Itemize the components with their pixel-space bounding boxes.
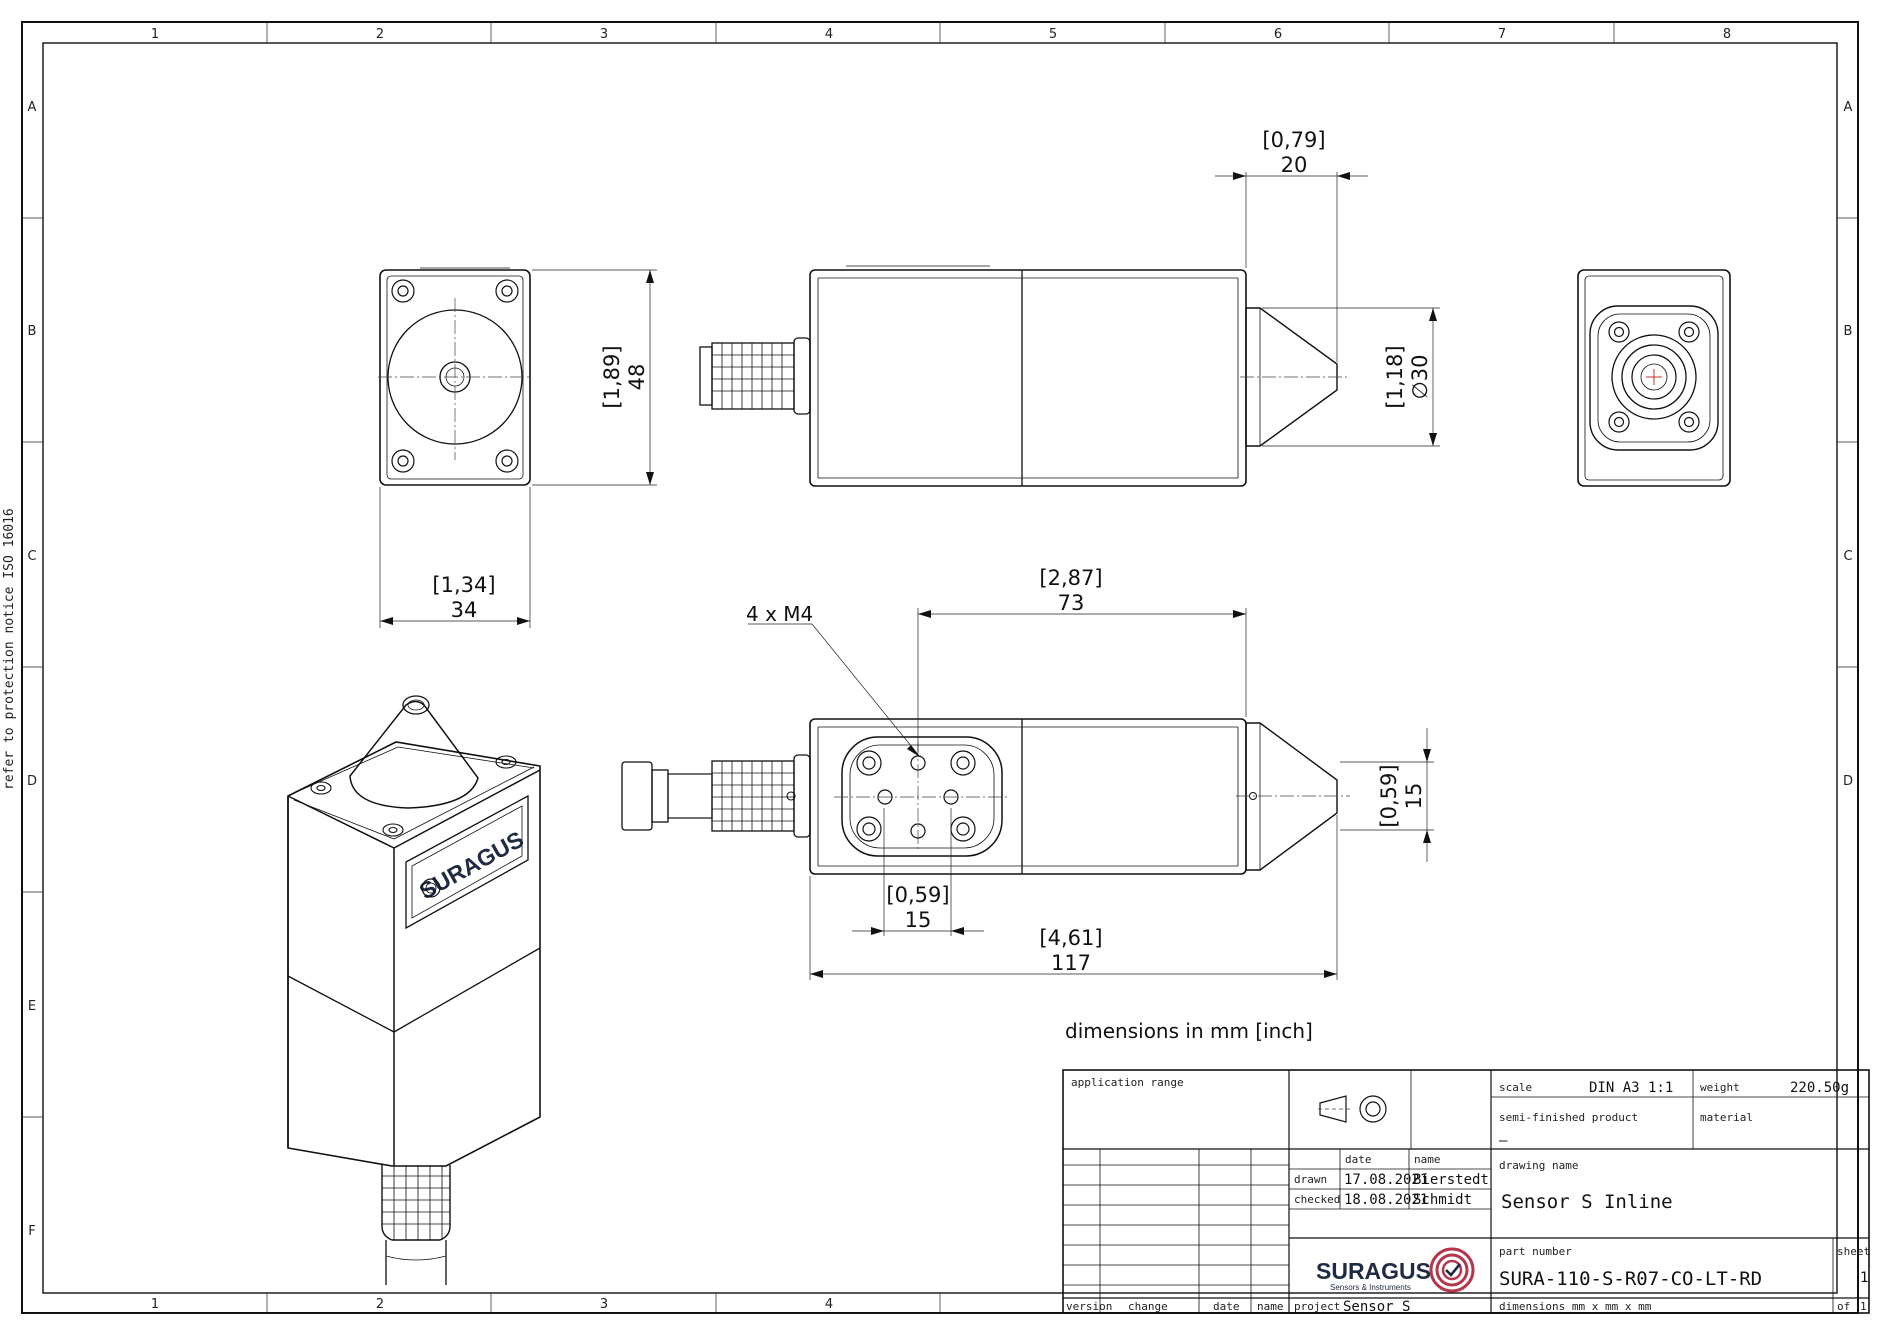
tip-height-inch: [0,59] (1377, 764, 1401, 827)
dim-cone-diameter: [1,18] ∅30 (1262, 307, 1440, 447)
row-label-left: E (28, 999, 36, 1014)
drawing-name: Sensor S Inline (1501, 1191, 1673, 1213)
dims-label: dimensions mm x mm x mm (1499, 1300, 1652, 1313)
rev-date-label: date (1213, 1300, 1240, 1313)
col-label-top: 2 (376, 27, 384, 42)
col-label-top: 5 (1049, 27, 1057, 42)
front-height-mm: 48 (625, 364, 649, 391)
title-block: application range date name drawn 17.08.… (1062, 1069, 1870, 1315)
hole-span-inch: [2,87] (1039, 566, 1102, 590)
col-label-top: 7 (1498, 27, 1506, 42)
of-label: of (1837, 1300, 1850, 1313)
hole-pitch-mm: 15 (905, 908, 932, 932)
version-label: version (1066, 1300, 1112, 1313)
front-width-mm: 34 (451, 598, 478, 622)
total-length-inch: [4,61] (1039, 926, 1102, 950)
drawing-name-label: drawing name (1499, 1159, 1578, 1172)
dim-hole-pitch: [0,59] 15 (852, 808, 984, 936)
application-range-label: application range (1071, 1076, 1184, 1089)
dim-cone-length: [0,79] 20 (1215, 128, 1368, 362)
material-label: material (1700, 1111, 1753, 1124)
logo-ring-outer-icon (1429, 1247, 1475, 1293)
drawn-label: drawn (1294, 1173, 1327, 1186)
sheet-value: 1 (1860, 1270, 1868, 1286)
hole-pitch-inch: [0,59] (886, 883, 949, 907)
logo-ring-mid-icon (1435, 1253, 1469, 1287)
logo-check-icon (1445, 1263, 1462, 1277)
scale-value: DIN A3 1:1 (1589, 1080, 1673, 1096)
rev-name-label: name (1257, 1300, 1284, 1313)
sheet-label: sheet (1837, 1245, 1870, 1258)
col-label-bottom: 4 (825, 1297, 833, 1312)
change-label: change (1128, 1300, 1168, 1313)
semi-value: — (1499, 1133, 1508, 1149)
thread-note: 4 x M4 (746, 602, 813, 626)
part-number-label: part number (1499, 1245, 1572, 1258)
dim-thread-note: 4 x M4 (746, 602, 921, 758)
col-label-top: 6 (1274, 27, 1282, 42)
drawn-date: 17.08.2021 (1344, 1172, 1428, 1188)
of-value: 1 (1860, 1300, 1867, 1313)
hole-span-mm: 73 (1058, 591, 1085, 615)
col-label-top: 3 (600, 27, 608, 42)
dim-tip-height: [0,59] 15 (1340, 728, 1434, 862)
logo-text: SURAGUS (1316, 1258, 1431, 1284)
cone-length-mm: 20 (1281, 153, 1308, 177)
dim-front-height: [1,89] 48 (532, 269, 657, 486)
bottom-view (621, 718, 1350, 875)
col-label-top: 4 (825, 27, 833, 42)
front-width-inch: [1,34] (432, 573, 495, 597)
suragus-logo: SURAGUS Sensors & Instruments (1316, 1247, 1475, 1293)
col-label-top: 8 (1723, 27, 1731, 42)
protection-notice: refer to protection notice ISO 16016 (2, 508, 17, 790)
col-label-bottom: 1 (151, 1297, 159, 1312)
row-label-left: D (27, 774, 37, 789)
name-header: name (1414, 1153, 1441, 1166)
cone-length-inch: [0,79] (1262, 128, 1325, 152)
drawn-name: Bierstedt (1413, 1172, 1489, 1188)
col-label-bottom: 3 (600, 1297, 608, 1312)
row-label-right: B (1844, 324, 1853, 339)
side-view (699, 265, 1350, 487)
col-label-top: 1 (151, 27, 159, 42)
part-number: SURA-110-S-R07-CO-LT-RD (1499, 1268, 1762, 1290)
dim-hole-span: [2,87] 73 (917, 566, 1247, 752)
weight-label: weight (1700, 1081, 1740, 1094)
row-label-left: C (27, 549, 36, 564)
project-value: Sensor S (1343, 1299, 1410, 1315)
row-label-right: D (1843, 774, 1853, 789)
dim-total-length: [4,61] 117 (809, 815, 1338, 980)
projection-symbol-icon (1318, 1095, 1387, 1123)
iso-connector (381, 1165, 451, 1285)
dim-front-width: [1,34] 34 (379, 487, 531, 628)
semi-label: semi-finished product (1499, 1111, 1638, 1124)
logo-ring-inner-icon (1441, 1259, 1463, 1281)
row-label-right: C (1843, 549, 1852, 564)
row-label-left: A (28, 100, 37, 115)
front-height-inch: [1,89] (600, 345, 624, 408)
rear-view (1577, 269, 1731, 487)
row-label-right: A (1844, 100, 1853, 115)
cone-diameter-mm: ∅30 (1408, 354, 1432, 399)
col-label-bottom: 2 (376, 1297, 384, 1312)
row-label-left: F (28, 1224, 35, 1239)
date-header: date (1345, 1153, 1372, 1166)
checked-name: Schmidt (1413, 1192, 1472, 1208)
drawing-frame: 1 2 3 4 5 6 7 8 1 2 3 4 A B C D E F A B … (2, 21, 1859, 1314)
row-label-left: B (28, 324, 37, 339)
units-note: dimensions in mm [inch] (1065, 1019, 1313, 1043)
total-length-mm: 117 (1051, 951, 1091, 975)
front-view (378, 267, 532, 486)
logo-subtitle: Sensors & Instruments (1330, 1283, 1411, 1292)
tip-height-mm: 15 (1402, 783, 1426, 810)
isometric-view: SURAGUS (287, 695, 541, 1285)
weight-value: 220.50g (1790, 1080, 1849, 1096)
cone-diameter-inch: [1,18] (1383, 345, 1407, 408)
checked-date: 18.08.2021 (1344, 1192, 1428, 1208)
scale-label: scale (1499, 1081, 1532, 1094)
checked-label: checked (1294, 1193, 1340, 1206)
project-label: project (1294, 1300, 1340, 1313)
